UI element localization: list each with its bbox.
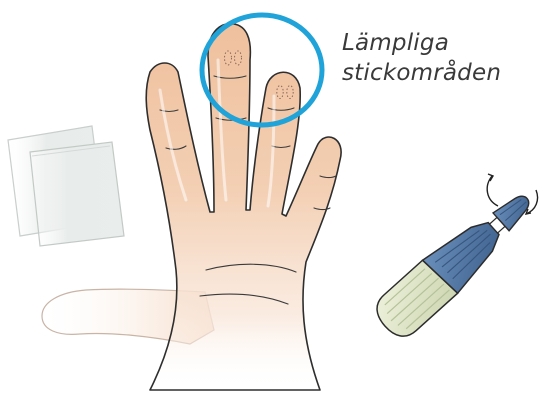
puncture-site-caption: Lämpliga stickområden xyxy=(342,28,552,88)
caption-line-2: stickområden xyxy=(342,58,552,88)
gauze-pads xyxy=(8,126,124,246)
caption-line-1: Lämpliga xyxy=(342,28,552,58)
palm xyxy=(146,24,341,390)
lancet-device xyxy=(369,174,543,344)
